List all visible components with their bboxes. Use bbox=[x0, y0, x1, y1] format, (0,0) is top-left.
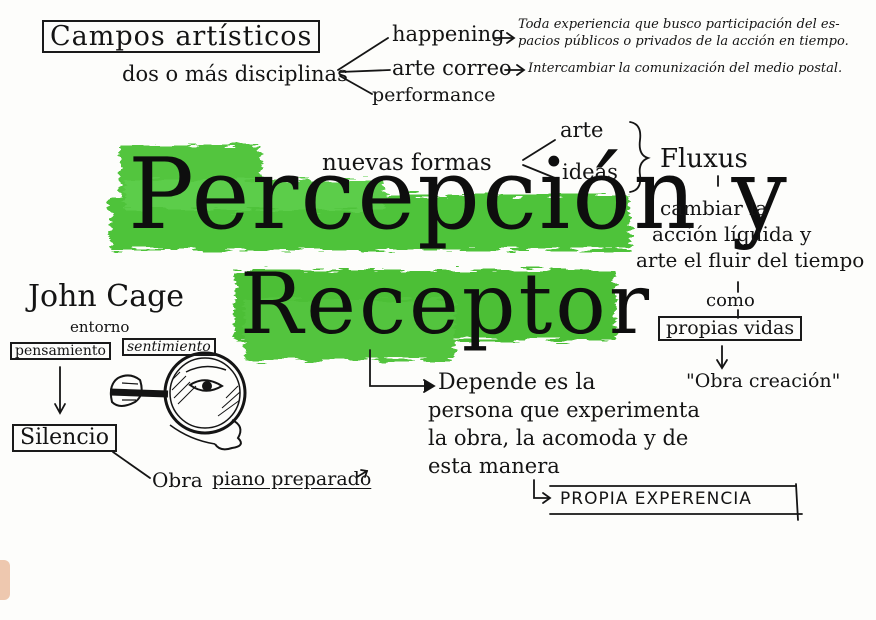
john-cage: John Cage bbox=[28, 279, 185, 314]
hand-fingers bbox=[120, 382, 140, 401]
magnifier-handle bbox=[109, 388, 169, 398]
paper-edge-mark bbox=[0, 560, 10, 600]
arrowhead-receptor bbox=[423, 379, 436, 393]
arrowhead-correo bbox=[516, 64, 526, 76]
arrow-receptor bbox=[369, 349, 433, 387]
propia-experiencia: PROPIA EXPERENCIA bbox=[560, 489, 752, 509]
silencio-box: Silencio bbox=[12, 424, 117, 452]
branch-arte-correo: arte correo bbox=[392, 56, 512, 80]
fluxus-desc-3: arte el fluir del tiempo bbox=[636, 248, 865, 272]
magnifier-lens-inner bbox=[169, 357, 241, 429]
campos-subtitle: dos o más disciplinas bbox=[122, 62, 348, 86]
nuevas-ideas: ideas bbox=[562, 160, 618, 184]
hatching bbox=[171, 371, 241, 417]
magnifier-illustration bbox=[109, 351, 247, 451]
highlight-patch-3 bbox=[125, 180, 385, 210]
propia-box-right bbox=[795, 483, 799, 521]
arrowhead-happening bbox=[506, 32, 516, 44]
nuevas-arte: arte bbox=[560, 118, 604, 142]
nuevas-formas: nuevas formas bbox=[322, 150, 492, 176]
arrow-propia bbox=[533, 479, 549, 499]
fluxus-label: Fluxus bbox=[660, 144, 748, 174]
como-label: como bbox=[706, 290, 755, 311]
hand bbox=[109, 374, 143, 407]
obra-label: Obra bbox=[152, 468, 203, 492]
cheek bbox=[169, 424, 216, 445]
line-silencio-obra bbox=[112, 451, 151, 479]
line-to-arte-correo bbox=[339, 69, 391, 73]
line-to-happening bbox=[337, 37, 389, 71]
highlight-patch-5 bbox=[245, 300, 455, 360]
depende-line3: la obra, la acomoda y de bbox=[428, 426, 689, 450]
obra-creacion: "Obra creación" bbox=[686, 370, 841, 392]
propias-vidas: propias vidas bbox=[658, 316, 803, 341]
line-to-ideas bbox=[522, 164, 556, 179]
central-title-line1: Percepción y bbox=[128, 138, 789, 252]
eye bbox=[188, 379, 224, 392]
line-to-performance bbox=[339, 75, 373, 95]
fluxus-desc-1: cambiar la bbox=[660, 196, 768, 220]
pupil bbox=[202, 381, 212, 391]
central-title-line2: Receptor bbox=[240, 255, 652, 353]
campos-title: Campos artísticos bbox=[42, 20, 321, 53]
branch-performance: performance bbox=[372, 84, 496, 106]
happening-desc-1: Toda experiencia que busco participación… bbox=[518, 17, 840, 32]
entorno-label: entorno bbox=[70, 318, 130, 336]
pensamiento-box: pensamiento bbox=[10, 342, 111, 360]
arrowhead-propia bbox=[542, 492, 552, 504]
eyebrow bbox=[185, 365, 227, 373]
arrow-piano bbox=[356, 470, 368, 478]
piano-preparado: piano preparado bbox=[212, 468, 372, 490]
arrowhead-piano bbox=[360, 469, 369, 478]
correo-desc: Intercambiar la comunización del medio p… bbox=[528, 61, 843, 76]
branch-happening: happening bbox=[392, 22, 505, 46]
happening-desc-2: pacios públicos o privados de la acción … bbox=[518, 34, 849, 49]
depende-line4: esta manera bbox=[428, 454, 560, 478]
face-profile bbox=[214, 419, 242, 451]
depende-line1: Depende es la bbox=[438, 370, 596, 395]
brace bbox=[629, 121, 651, 193]
arrowhead-propias bbox=[716, 359, 728, 370]
arrowhead-pensamiento bbox=[54, 403, 66, 415]
sentimiento-box: sentimiento bbox=[122, 338, 216, 356]
depende-line2: persona que experimenta bbox=[428, 398, 700, 422]
fluxus-desc-2: acción líquida y bbox=[652, 222, 812, 246]
line-to-arte bbox=[522, 139, 556, 161]
